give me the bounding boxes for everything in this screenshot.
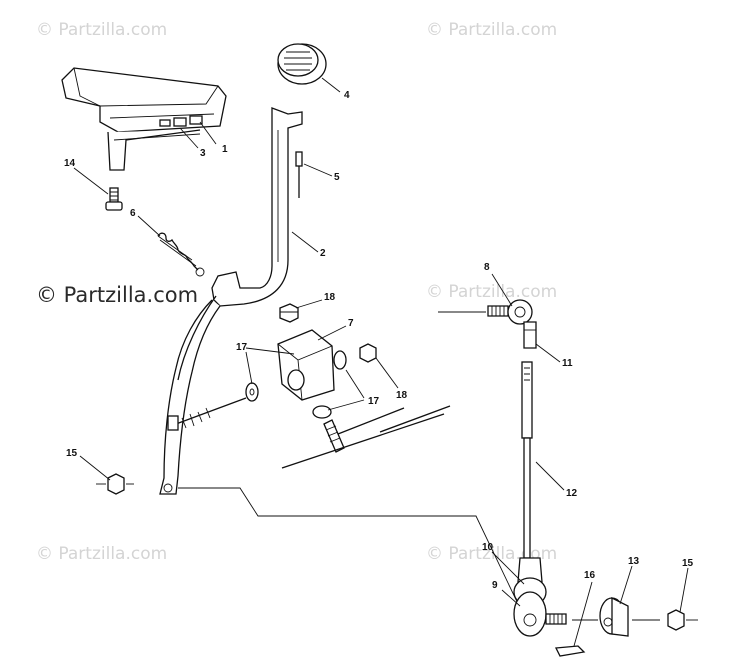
bracket-assembly — [61, 67, 227, 171]
callout-8: 8 — [484, 262, 490, 273]
frame-lines — [281, 405, 451, 469]
tie-rod-12 — [521, 361, 533, 559]
watermark-dark: © Partzilla.com — [36, 283, 199, 307]
washer-17-c — [333, 350, 347, 370]
callout-1: 1 — [222, 144, 228, 155]
callout-12: 12 — [566, 488, 578, 499]
knob-4 — [277, 43, 327, 85]
callout-18-right: 18 — [396, 390, 408, 401]
nut-15-right — [667, 609, 698, 631]
callout-18-top: 18 — [324, 292, 336, 303]
callout-6: 6 — [130, 208, 136, 219]
watermark-top-right: © Partzilla.com — [426, 20, 558, 40]
callout-11: 11 — [562, 358, 573, 369]
callout-17-left: 17 — [236, 342, 248, 353]
screw-14 — [105, 187, 123, 211]
nut-15-left — [96, 473, 134, 495]
callout-2: 2 — [320, 248, 326, 259]
washer-17-b — [245, 382, 259, 402]
callout-17-right: 17 — [368, 396, 380, 407]
callout-9: 9 — [492, 580, 498, 591]
leader-lever-to-rod — [178, 487, 531, 621]
callout-15-left: 15 — [66, 448, 78, 459]
nut-18-right — [359, 343, 377, 363]
callout-4: 4 — [344, 90, 350, 101]
callout-15-right: 15 — [682, 558, 694, 569]
callout-14: 14 — [64, 158, 76, 169]
callout-13: 13 — [628, 556, 640, 567]
watermark-mid-right: © Partzilla.com — [426, 282, 558, 302]
bracket-13 — [572, 596, 660, 637]
pivot-bolt — [167, 397, 247, 431]
spring-6 — [157, 232, 205, 277]
cotter-16 — [554, 645, 586, 657]
nut-18-top — [279, 303, 299, 323]
leader-lines — [73, 77, 689, 647]
callout-7: 7 — [348, 318, 354, 329]
washer-17-d — [312, 405, 332, 419]
rod-end-8 — [438, 299, 537, 349]
callout-3: 3 — [200, 148, 206, 159]
watermark-top-left: © Partzilla.com — [36, 20, 168, 40]
bolt-lower — [323, 419, 345, 453]
watermark-bottom-left: © Partzilla.com — [36, 544, 168, 564]
callout-16: 16 — [584, 570, 596, 581]
rod-end-9 — [513, 557, 567, 637]
pivot-block-7 — [277, 329, 335, 401]
callout-10: 10 — [482, 542, 494, 553]
callout-5: 5 — [334, 172, 340, 183]
shift-lever-2 — [159, 107, 303, 495]
pin-5 — [295, 151, 303, 198]
